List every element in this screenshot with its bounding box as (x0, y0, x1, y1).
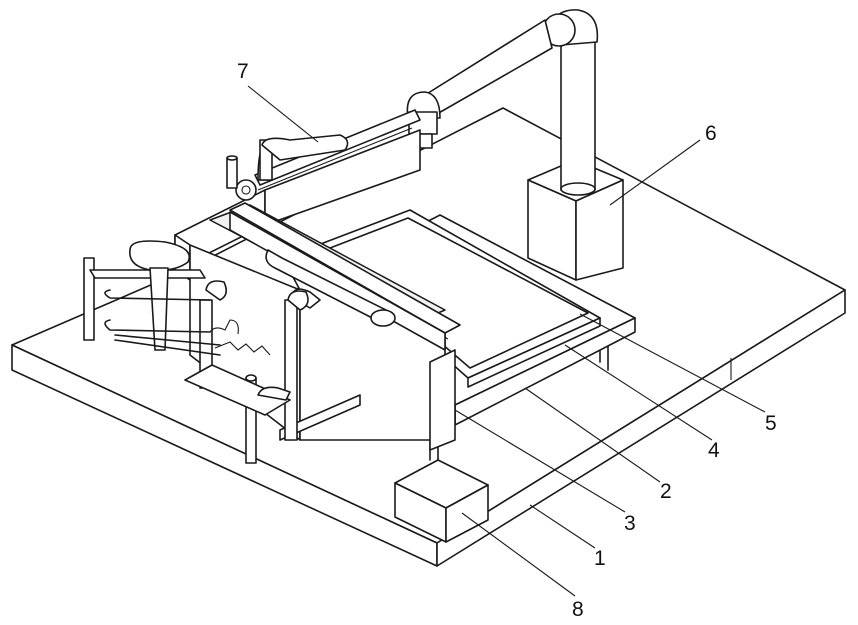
callout-3: 3 (624, 512, 636, 535)
callout-5: 5 (765, 412, 777, 435)
callout-7: 7 (237, 60, 249, 83)
callout-6: 6 (705, 122, 717, 145)
callout-2: 2 (660, 480, 672, 503)
callout-4: 4 (708, 439, 720, 462)
callout-8: 8 (572, 598, 584, 621)
callout-1: 1 (594, 547, 606, 570)
